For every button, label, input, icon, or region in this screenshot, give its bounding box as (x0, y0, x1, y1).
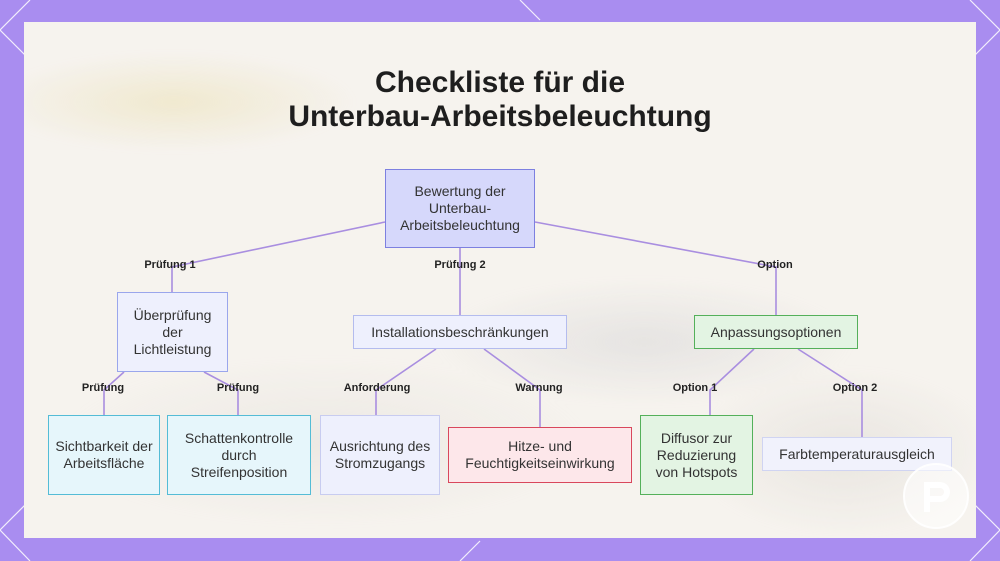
node-power-access-alignment[interactable]: Ausrichtung des Stromzugangs (320, 415, 440, 495)
edge-root-light (172, 222, 385, 292)
node-work-surface-visibility[interactable]: Sichtbarkeit der Arbeitsfläche (48, 415, 160, 495)
node-light-output-check[interactable]: Überprüfung der Lichtleistung (117, 292, 228, 372)
edge-label-light-shadow: Prüfung (217, 381, 259, 395)
node-diffuser-hotspots[interactable]: Diffusor zur Reduzierung von Hotspots (640, 415, 753, 495)
logo-watermark-icon (900, 460, 972, 532)
edge-label-light-visibility: Prüfung (82, 381, 124, 395)
diagram-panel: Checkliste für die Unterbau-Arbeitsbeleu… (24, 22, 976, 538)
edge-label-install-power: Anforderung (344, 381, 411, 395)
edge-root-options (535, 222, 776, 315)
node-heat-moisture-exposure[interactable]: Hitze- und Feuchtigkeitseinwirkung (448, 427, 632, 483)
node-customization-options[interactable]: Anpassungsoptionen (694, 315, 858, 349)
node-installation-constraints[interactable]: Installationsbeschränkungen (353, 315, 567, 349)
node-shadow-control[interactable]: Schattenkontrolle durch Streifenposition (167, 415, 311, 495)
edge-label-root-options: Option (757, 258, 792, 272)
edge-label-install-heat: Warnung (515, 381, 562, 395)
edge-label-options-diffuser: Option 1 (673, 381, 718, 395)
node-root-assessment[interactable]: Bewertung der Unterbau-Arbeitsbeleuchtun… (385, 169, 535, 248)
edge-label-root-install: Prüfung 2 (434, 258, 485, 272)
edge-label-root-light: Prüfung 1 (144, 258, 195, 272)
edge-label-options-color: Option 2 (833, 381, 878, 395)
